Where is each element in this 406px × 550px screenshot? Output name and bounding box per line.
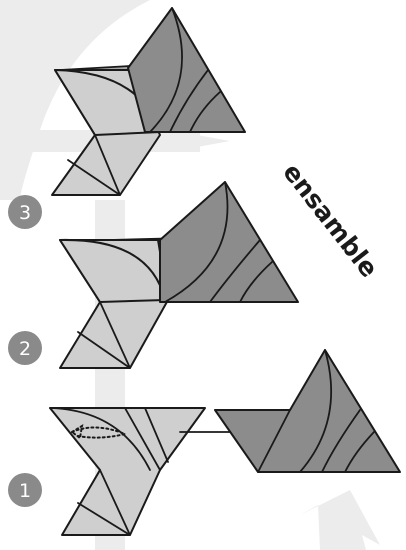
step-1-figure-dark-piece bbox=[215, 350, 400, 472]
step-badge-2: 2 bbox=[8, 331, 42, 365]
diagram-title: ensamble bbox=[277, 158, 384, 283]
step-number-1: 1 bbox=[19, 480, 31, 502]
step-number-3: 3 bbox=[19, 202, 31, 224]
step-1-figure-light-piece bbox=[50, 408, 205, 535]
step-badge-1: 1 bbox=[8, 473, 42, 507]
step-number-2: 2 bbox=[19, 338, 31, 360]
step-badge-3: 3 bbox=[8, 195, 42, 229]
